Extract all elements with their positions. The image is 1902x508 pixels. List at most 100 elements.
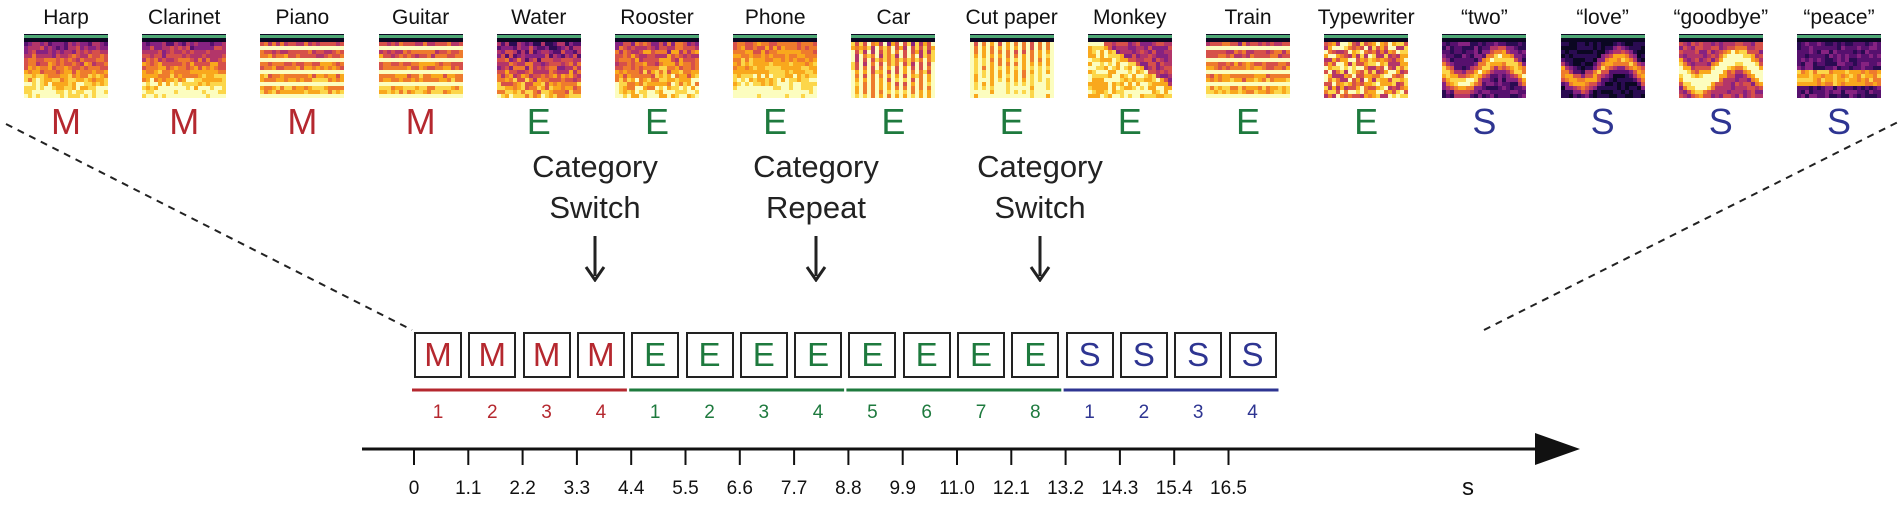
category-letter: E [644,101,669,142]
sequence-box: S [1065,332,1114,378]
spectrogram-thumbnail [260,34,345,98]
stimulus-label: Phone [744,6,806,29]
tick-label: 6.6 [726,478,753,499]
stimulus-15: “goodbye” S [1663,0,1779,142]
tick-label: 13.2 [1047,478,1085,499]
tick-label: 15.4 [1155,478,1193,499]
stimulus-label: “goodbye” [1673,6,1769,29]
sequence-box: M [576,332,625,378]
axis-unit-label: s [1462,474,1474,501]
position-number: 1 [649,402,661,423]
spectrogram-thumbnail [24,34,108,98]
category-letter: E [881,101,906,142]
spectrogram-thumbnail [142,34,227,98]
spectrogram-thumbnail [1442,34,1527,98]
tick-label: 0 [408,478,420,499]
stimulus-label: Typewriter [1317,6,1415,29]
annotation-line2: Repeat [766,190,866,225]
sequence-box: E [739,332,788,378]
sequence-box: S [1119,332,1168,378]
annotation-line2: Switch [549,190,641,225]
stimulus-label: Water [511,6,567,29]
stimulus-label: Rooster [620,6,694,29]
sequence-box: E [631,332,680,378]
category-letter: E [526,101,551,142]
category-letter: S [1708,101,1733,142]
sequence-box: M [414,332,462,378]
spectrogram-thumbnail [1797,34,1881,98]
position-number: 2 [704,402,715,423]
sequence-box: M [468,332,517,378]
tick-label: 7.7 [780,478,808,499]
axis-arrow-icon [1535,433,1580,465]
position-number: 6 [921,402,932,423]
down-arrow-icon [584,236,606,282]
spectrogram-thumbnail [1206,34,1290,98]
annotation-line1: Category [753,149,879,184]
category-letter: S [1590,101,1615,142]
sequence-box: S [1228,332,1277,378]
tick-label: 14.3 [1101,478,1139,499]
spectrogram-thumbnail [496,34,581,98]
tick-label: 1.1 [455,478,482,499]
tick-label: 3.3 [563,478,591,499]
dashed-connector-right [1483,121,1899,331]
category-letter: M [287,101,318,142]
position-number: 4 [812,402,824,423]
down-arrow-icon [1029,236,1051,282]
category-letter: M [51,101,81,142]
spectrogram-thumbnail [733,34,818,98]
spectrogram-thumbnail [969,34,1054,98]
stimulus-label: “peace” [1803,6,1875,29]
position-number: 3 [758,402,770,423]
stimulus-13: “two”S [1426,0,1542,142]
annotation-line2: Switch [994,190,1086,225]
position-number: 1 [1084,402,1095,423]
category-letter: E [1235,101,1260,142]
position-number: 1 [432,402,444,423]
annotation-line1: Category [977,149,1103,184]
stimulus-label: “two” [1461,6,1508,29]
tick-label: 9.9 [889,478,916,499]
category-letter: E [999,101,1024,142]
tick-label: 8.8 [835,478,862,499]
spectrogram-thumbnail [1324,34,1409,98]
tick-label: 16.5 [1210,478,1247,499]
tick-label: 5.5 [672,478,699,499]
category-letter: E [1354,101,1379,142]
tick-label: 11.0 [939,478,975,499]
spectrogram-thumbnail [378,34,463,98]
sequence-box: E [1011,332,1060,378]
category-letter: E [1117,101,1142,142]
spectrogram-thumbnail [851,34,936,98]
stimulus-14: “love” S [1545,0,1661,142]
sequence-box: E [794,332,843,378]
position-number: 4 [595,402,607,423]
sequence-box: E [685,332,734,378]
sequence-box: M [522,332,571,378]
dashed-connector-left [5,123,413,331]
stimulus-label: Train [1224,6,1272,29]
stimulus-label: Harp [43,6,89,29]
stimulus-label: Cut paper [965,6,1058,29]
spectrogram-thumbnail [1560,34,1645,98]
down-arrow-icon [805,236,827,282]
stimulus-label: “love” [1576,6,1629,29]
stimulus-label: Monkey [1093,6,1167,29]
sequence-box: E [848,332,897,378]
position-number: 3 [541,402,552,423]
position-number: 2 [487,402,498,423]
